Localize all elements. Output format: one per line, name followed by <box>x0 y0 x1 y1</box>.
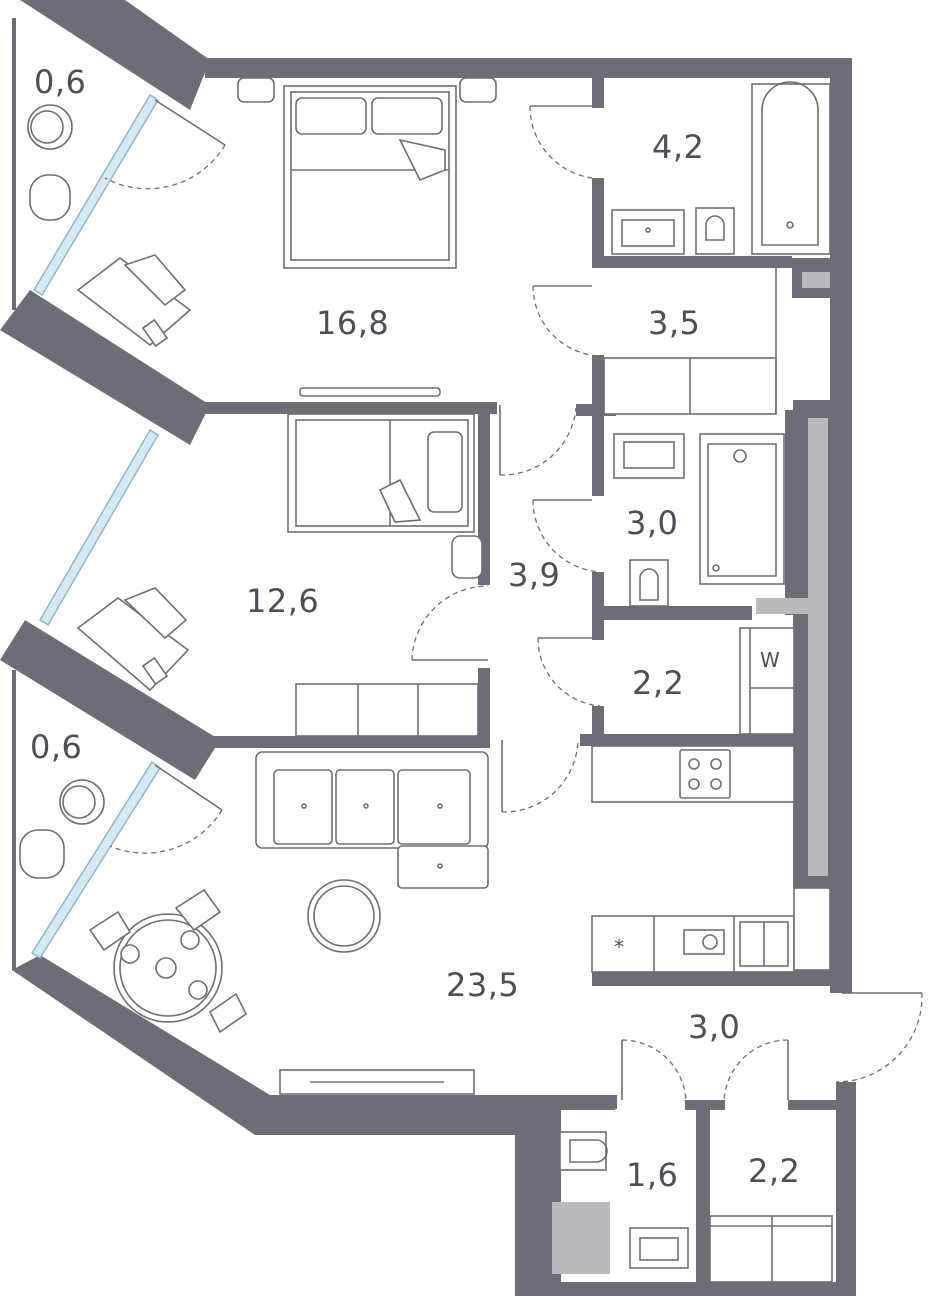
area-hall: 3,0 <box>688 1008 740 1046</box>
storage-shelves <box>709 1215 833 1283</box>
fridge-label: * <box>614 935 624 959</box>
bathroom-2-fixtures <box>613 433 785 607</box>
wardrobe-2 <box>295 683 479 737</box>
coffee-table <box>307 879 381 953</box>
area-bathroom-2: 3,0 <box>626 504 678 542</box>
balcony-bottom-furniture <box>19 779 105 879</box>
exterior-walls <box>0 0 856 1296</box>
single-bed <box>287 413 483 579</box>
area-bedroom: 16,8 <box>316 304 389 342</box>
area-storage: 2,2 <box>748 1152 800 1190</box>
area-laundry: 2,2 <box>632 664 684 702</box>
area-bathroom-1: 4,2 <box>652 128 704 166</box>
area-living-kitchen: 23,5 <box>446 966 519 1004</box>
balcony-top-furniture <box>27 104 73 221</box>
area-corridor: 3,9 <box>508 556 560 594</box>
doors <box>104 99 923 1103</box>
dining-table <box>88 888 248 1034</box>
desk-bedroom-1 <box>76 254 192 348</box>
laundry-appliances: W <box>739 627 795 735</box>
area-bedroom-2: 12,6 <box>246 582 319 620</box>
room-labels: 0,6 16,8 4,2 3,5 12,6 3,9 3,0 2,2 0,6 23… <box>30 63 800 1194</box>
area-wc: 1,6 <box>626 1156 678 1194</box>
double-bed <box>237 77 497 269</box>
sofa <box>255 751 489 889</box>
bathroom-1-fixtures <box>611 81 831 255</box>
interior-walls <box>205 78 848 1285</box>
area-balcony-bottom: 0,6 <box>30 728 82 766</box>
wardrobe-1 <box>603 268 777 415</box>
tv-bedroom-1 <box>299 387 441 397</box>
tv-living <box>279 1069 475 1095</box>
kitchen: * <box>591 745 831 973</box>
desk-bedroom-2 <box>76 587 190 692</box>
wc-fixtures <box>559 1131 689 1269</box>
area-wardrobe-1: 3,5 <box>648 304 700 342</box>
area-balcony-top: 0,6 <box>34 63 86 101</box>
washer-label: W <box>760 648 780 672</box>
